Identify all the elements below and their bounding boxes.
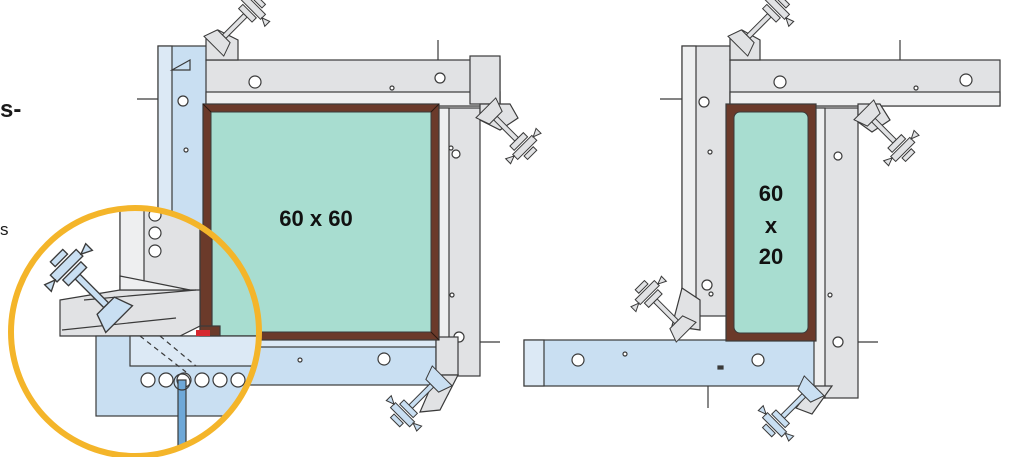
cropped-label-2: s — [0, 220, 9, 239]
right-panel-label-line1: 60 — [759, 181, 783, 206]
left-assembly — [95, 29, 519, 413]
magnifier-ring — [8, 205, 262, 457]
right-assembly — [523, 29, 1001, 415]
detail-magnifier — [8, 205, 262, 457]
right-panel-label-line2: x — [765, 213, 778, 238]
left-panel-label: 60 x 60 — [279, 206, 352, 231]
cropped-label-1: s- — [0, 96, 22, 123]
right-panel-label-line3: 20 — [759, 244, 783, 269]
